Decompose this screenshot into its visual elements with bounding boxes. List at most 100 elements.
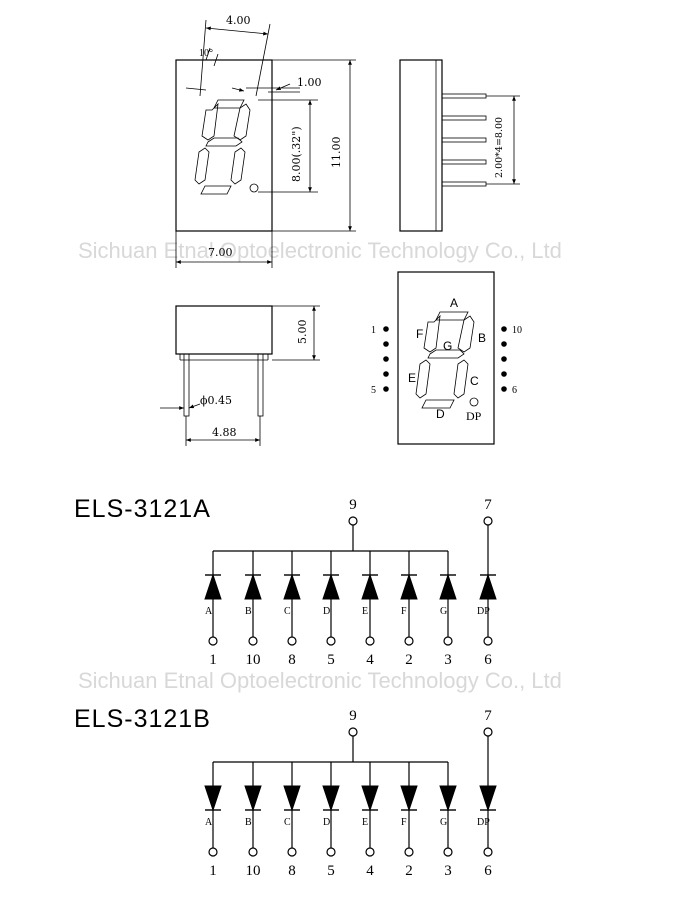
circuit_b-pin-terminal xyxy=(365,847,375,857)
circuit_b-diode-g xyxy=(439,785,457,812)
dim-width: 7.00 xyxy=(208,246,233,259)
segment-label-a: A xyxy=(450,296,458,310)
circuit_b-diode-b xyxy=(244,785,262,812)
circuit_a-segment-label: E xyxy=(362,606,368,617)
bottom-view: 5.00 ϕ0.45 4.88 xyxy=(160,305,320,446)
circuit-b-title: ELS-3121B xyxy=(74,705,211,733)
dim-pin-diameter: ϕ0.45 xyxy=(200,394,232,407)
pinout-view: 1 5 10 6 A B C D E F G DP xyxy=(371,271,522,445)
side-view: 2.00*4=8.00 xyxy=(399,59,520,232)
circuit_b-pin-number: 1 xyxy=(209,863,217,879)
watermark-bottom: Sichuan Etnal Optoelectronic Technology … xyxy=(78,668,562,693)
circuit_b-pin-number: 10 xyxy=(246,863,261,879)
circuit_b-pin-number: 5 xyxy=(327,863,335,879)
dim-offset: 1.00 xyxy=(297,76,322,89)
side-pins xyxy=(441,93,487,187)
circuit_a-segment-label: D xyxy=(323,606,330,617)
segment-label-dp: DP xyxy=(466,409,482,423)
circuit_b-pin-terminal xyxy=(248,847,258,857)
circuit_a-pin-terminal xyxy=(208,636,218,646)
circuit_a-pin-terminal xyxy=(326,636,336,646)
circuit_b-segment-label: B xyxy=(245,817,252,828)
dim-pin-spacing-side: 2.00*4=8.00 xyxy=(494,117,505,178)
circuit_a-diode-e xyxy=(361,573,379,600)
pinout-digit xyxy=(415,311,479,409)
circuit_b-segment-label: C xyxy=(284,817,291,828)
pinout-pin-1: 1 xyxy=(371,325,376,336)
circuit_a-diode-c xyxy=(283,573,301,600)
circuit_b-common-terminal xyxy=(348,727,358,737)
circuit_a-diode-dp xyxy=(479,573,497,600)
circuit_a-pin-terminal xyxy=(365,636,375,646)
circuit_a-diode-f xyxy=(400,573,418,600)
circuit_b-segment-label: G xyxy=(440,817,447,828)
dim-digit-height: 8.00(.32") xyxy=(290,126,303,182)
pinout-pin-5: 5 xyxy=(371,385,376,396)
bottom-body-outline xyxy=(175,305,273,355)
pinout-pin-10: 10 xyxy=(512,325,522,336)
circuit_a-pin-terminal xyxy=(287,636,297,646)
dim-bottom-height: 5.00 xyxy=(296,320,309,345)
circuit_a-pin-number: 2 xyxy=(405,652,413,668)
circuit_b-pin-terminal xyxy=(483,847,493,857)
circuit_a-segment-label: F xyxy=(401,606,407,617)
circuit_b-dp-terminal xyxy=(483,727,493,737)
circuit_b-pin-terminal xyxy=(208,847,218,857)
circuit_b-segment-label: E xyxy=(362,817,368,828)
circuit_a-common-terminal xyxy=(348,516,358,526)
segment-label-c: C xyxy=(470,374,479,388)
circuit_b-diode-e xyxy=(361,785,379,812)
circuit_a-pin-number: 8 xyxy=(288,652,296,668)
pinout-left-dots xyxy=(383,326,389,392)
segment-label-g: G xyxy=(443,339,452,353)
circuit_b-segment-label: D xyxy=(323,817,330,828)
circuit_a-common-pin-label: 9 xyxy=(349,497,357,513)
circuit_b-pin-terminal xyxy=(326,847,336,857)
circuit_a-diode-g xyxy=(439,573,457,600)
circuit_a-pin-terminal xyxy=(443,636,453,646)
dim-pin-spacing: 4.88 xyxy=(212,426,237,439)
front-view: 4.00 10° 1.00 8.00(.32") 11.00 7.00 xyxy=(175,14,356,268)
circuit_b-pin-terminal xyxy=(443,847,453,857)
circuit_b-diode-f xyxy=(400,785,418,812)
circuit_a-segment-label: G xyxy=(440,606,447,617)
segment-label-f: F xyxy=(416,327,423,341)
circuit_a-segment-label: A xyxy=(205,606,213,617)
circuit_b-dp-pin-label: 7 xyxy=(484,708,492,724)
circuit_b-diode-a xyxy=(204,785,222,812)
circuit-a-title: ELS-3121A xyxy=(74,495,211,523)
circuit_a-pin-number: 5 xyxy=(327,652,335,668)
circuit_a-segment-label: C xyxy=(284,606,291,617)
dim-width-top: 4.00 xyxy=(226,14,251,27)
front-body-outline xyxy=(175,59,273,232)
circuit_a-dp-terminal xyxy=(483,516,493,526)
circuit_b-segment-label: F xyxy=(401,817,407,828)
circuit_b-pin-number: 2 xyxy=(405,863,413,879)
circuit_b-pin-terminal xyxy=(287,847,297,857)
segment-label-b: B xyxy=(478,331,486,345)
circuit_a-pin-number: 1 xyxy=(209,652,217,668)
side-body-outline xyxy=(399,59,443,232)
circuit_a-pin-number: 3 xyxy=(444,652,452,668)
circuit_b-pin-number: 4 xyxy=(366,863,374,879)
front-digit xyxy=(194,99,259,195)
circuit_a-dp-pin-label: 7 xyxy=(484,497,492,513)
circuit_b-pin-number: 3 xyxy=(444,863,452,879)
circuit_a-segment-label: DP xyxy=(477,606,490,617)
circuit_a-diode-d xyxy=(322,573,340,600)
circuit_a-diode-a xyxy=(204,573,222,600)
circuit_a-segment-label: B xyxy=(245,606,252,617)
segment-label-e: E xyxy=(408,371,416,385)
circuit_a-pin-terminal xyxy=(248,636,258,646)
circuit_b-common-pin-label: 9 xyxy=(349,708,357,724)
segment-label-d: D xyxy=(436,407,445,421)
circuit_b-segment-label: DP xyxy=(477,817,490,828)
circuit_b-diode-d xyxy=(322,785,340,812)
circuit_a-pin-terminal xyxy=(404,636,414,646)
circuit_b-diode-dp xyxy=(479,785,497,812)
pinout-right-dots xyxy=(501,326,507,392)
pinout-pin-6: 6 xyxy=(512,385,517,396)
